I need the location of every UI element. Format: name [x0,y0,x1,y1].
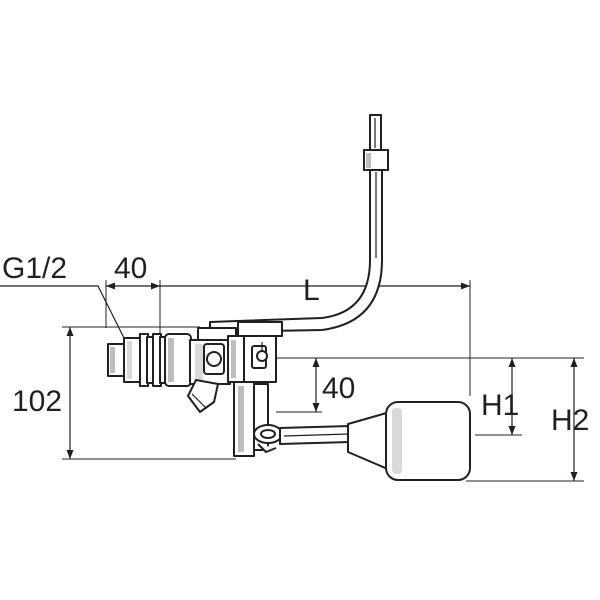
refill-tube [209,114,389,333]
thread-size-label: G1/2 [2,252,67,285]
overall-length-label: L [303,274,320,307]
dimension-lines [0,280,584,482]
h1-label: H1 [481,389,519,422]
float-ball [347,401,471,481]
float-offset-label: 40 [322,372,355,405]
float-arm [233,381,351,457]
height-label: 102 [12,385,62,418]
h2-label: H2 [551,404,589,437]
valve-body [187,321,283,413]
inlet-length-label: 40 [114,252,147,285]
inlet-shank [107,333,192,387]
